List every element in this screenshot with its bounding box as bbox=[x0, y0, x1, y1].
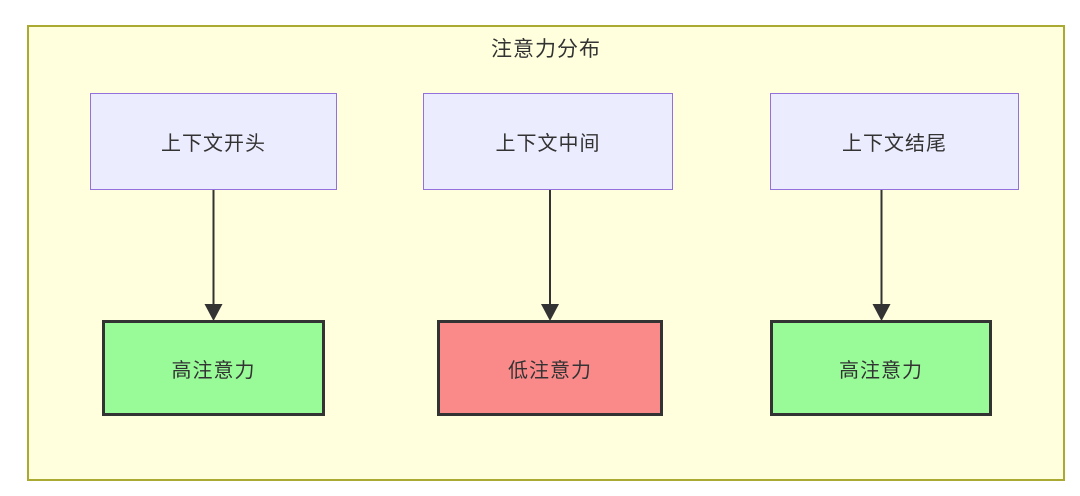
node-high-attention-2: 高注意力 bbox=[770, 320, 992, 416]
node-label: 上下文开头 bbox=[161, 133, 266, 155]
node-label: 上下文结尾 bbox=[842, 133, 947, 155]
node-label: 高注意力 bbox=[839, 359, 923, 382]
node-context-end: 上下文结尾 bbox=[770, 93, 1019, 190]
node-label: 上下文中间 bbox=[495, 133, 601, 155]
diagram-title: 注意力分布 bbox=[491, 38, 601, 61]
node-low-attention: 低注意力 bbox=[437, 320, 663, 416]
node-label: 高注意力 bbox=[171, 359, 256, 382]
node-context-middle: 上下文中间 bbox=[423, 93, 673, 190]
node-context-start: 上下文开头 bbox=[90, 93, 337, 190]
node-high-attention-1: 高注意力 bbox=[102, 320, 325, 416]
node-label: 低注意力 bbox=[508, 359, 592, 382]
